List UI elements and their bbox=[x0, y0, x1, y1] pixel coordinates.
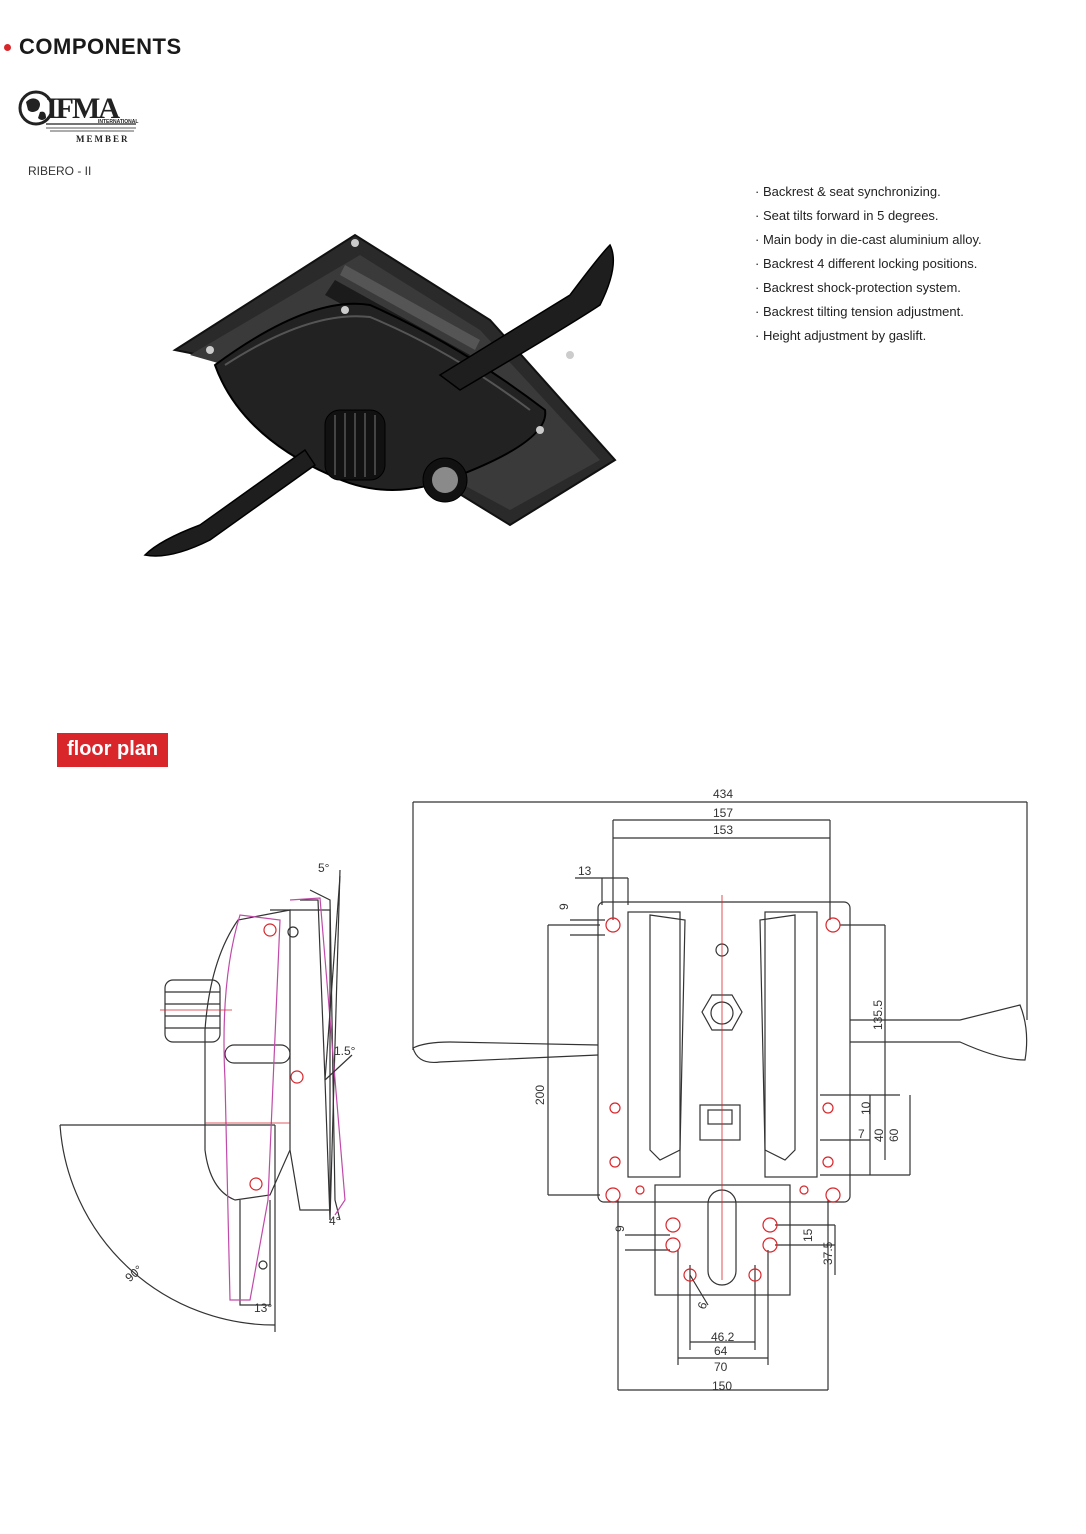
angle-label: 4° bbox=[329, 1214, 341, 1228]
dimension-label: 70 bbox=[714, 1360, 728, 1374]
feature-list: Backrest & seat synchronizing. Seat tilt… bbox=[755, 180, 982, 348]
page-title: COMPONENTS bbox=[19, 34, 182, 59]
model-name: RIBERO - II bbox=[28, 164, 92, 178]
dimension-label: 200 bbox=[533, 1085, 547, 1105]
dimension-label: 7 bbox=[858, 1127, 865, 1141]
feature-item: Backrest 4 different locking positions. bbox=[755, 252, 982, 276]
mounting-holes bbox=[605, 895, 841, 1282]
feature-item: Backrest shock-protection system. bbox=[755, 276, 982, 300]
dimension-label: 13 bbox=[578, 864, 592, 878]
dimension-label: 37.5 bbox=[821, 1241, 835, 1265]
top-view bbox=[412, 801, 1028, 1391]
angle-label: 13° bbox=[254, 1301, 272, 1315]
dimension-label: 9 bbox=[613, 1225, 627, 1232]
feature-item: Backrest tilting tension adjustment. bbox=[755, 300, 982, 324]
bifma-logo: IFMA INTERNATIONAL MEMBER bbox=[18, 90, 138, 144]
svg-text:INTERNATIONAL: INTERNATIONAL bbox=[98, 119, 138, 125]
floor-plan-label: floor plan bbox=[57, 733, 169, 767]
bullet-dot bbox=[4, 43, 11, 51]
svg-text:MEMBER: MEMBER bbox=[76, 134, 130, 144]
feature-item: Main body in die-cast aluminium alloy. bbox=[755, 228, 982, 252]
dimension-label: 46.2 bbox=[711, 1330, 735, 1344]
dimension-label: 9 bbox=[557, 903, 571, 910]
dimension-label: 157 bbox=[713, 806, 733, 820]
dimension-label: 40 bbox=[872, 1128, 886, 1142]
svg-text:IFMA: IFMA bbox=[46, 92, 120, 125]
angle-label: 5° bbox=[318, 861, 330, 875]
angle-label: 1.5° bbox=[334, 1044, 356, 1058]
dimension-label: 150 bbox=[712, 1379, 732, 1393]
dimension-label: 15 bbox=[801, 1228, 815, 1242]
product-photo bbox=[143, 233, 617, 557]
dimension-label: 6 bbox=[695, 1300, 711, 1311]
dimension-label: 10 bbox=[859, 1101, 873, 1115]
dimension-label: 153 bbox=[713, 823, 733, 837]
feature-item: Height adjustment by gaslift. bbox=[755, 324, 982, 348]
feature-item: Seat tilts forward in 5 degrees. bbox=[755, 204, 982, 228]
dimension-label: 64 bbox=[714, 1344, 728, 1358]
side-view bbox=[59, 869, 353, 1332]
section-title: COMPONENTS bbox=[4, 34, 182, 60]
dimension-label: 434 bbox=[713, 787, 733, 801]
dimension-label: 135.5 bbox=[871, 1000, 885, 1030]
feature-item: Backrest & seat synchronizing. bbox=[755, 180, 982, 204]
dimension-label: 60 bbox=[887, 1128, 901, 1142]
technical-drawing: 5° 1.5° 4° 90° 13° bbox=[59, 787, 1028, 1393]
